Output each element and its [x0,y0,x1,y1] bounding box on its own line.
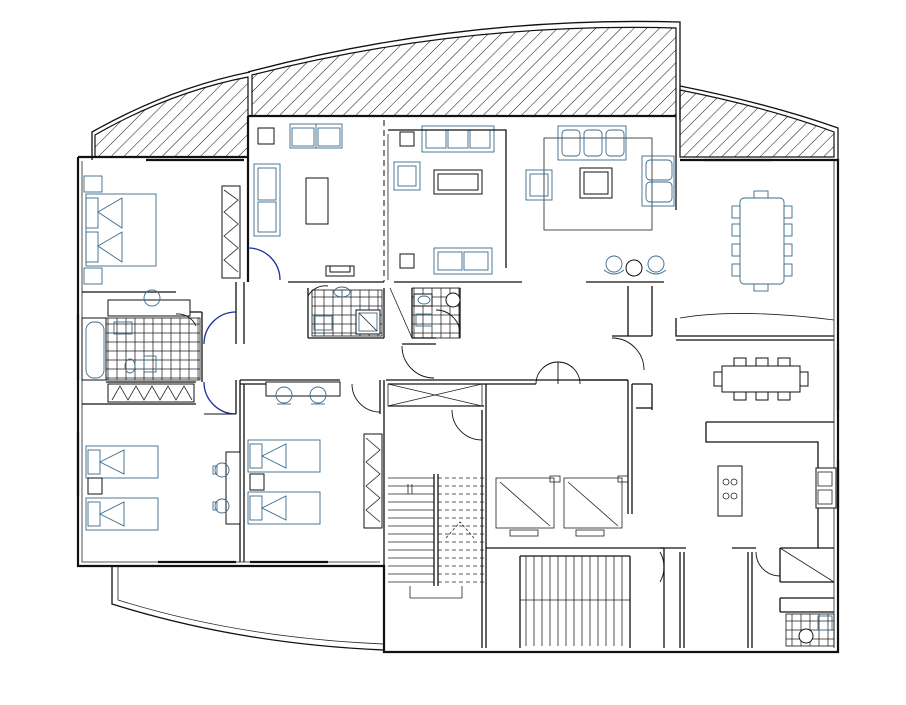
interior-walls [82,120,835,652]
wardrobe-master [221,185,241,279]
desk-chairs-bedroom-2 [212,451,241,525]
master-bathroom [81,289,201,381]
kitchen-island [717,465,743,517]
wardrobe-bedroom-2 [107,383,195,403]
balcony-north-left [91,71,251,160]
desk-chairs-bedroom-3 [265,381,341,405]
bathroom-center-left [311,286,383,337]
master-bed [83,175,157,285]
twin-bed-2 [247,439,321,525]
dining-table [731,190,793,292]
balcony-south-left [111,566,385,651]
secondary-staircase [519,555,631,648]
balcony-north-right [679,85,839,160]
doors [175,247,781,583]
balcony-north-center [247,20,681,120]
kitchen-table [713,357,809,401]
service-bathroom [785,613,835,647]
lounge-right [525,125,675,277]
kitchen-sink [815,467,837,509]
lift-shafts [495,475,629,537]
twin-bed-1 [85,445,159,531]
bathroom-center-right [389,287,461,339]
wardrobe-bedroom-3 [363,433,383,529]
lounge-center [387,125,507,280]
lounge-left [253,123,355,277]
main-staircase [388,474,484,599]
